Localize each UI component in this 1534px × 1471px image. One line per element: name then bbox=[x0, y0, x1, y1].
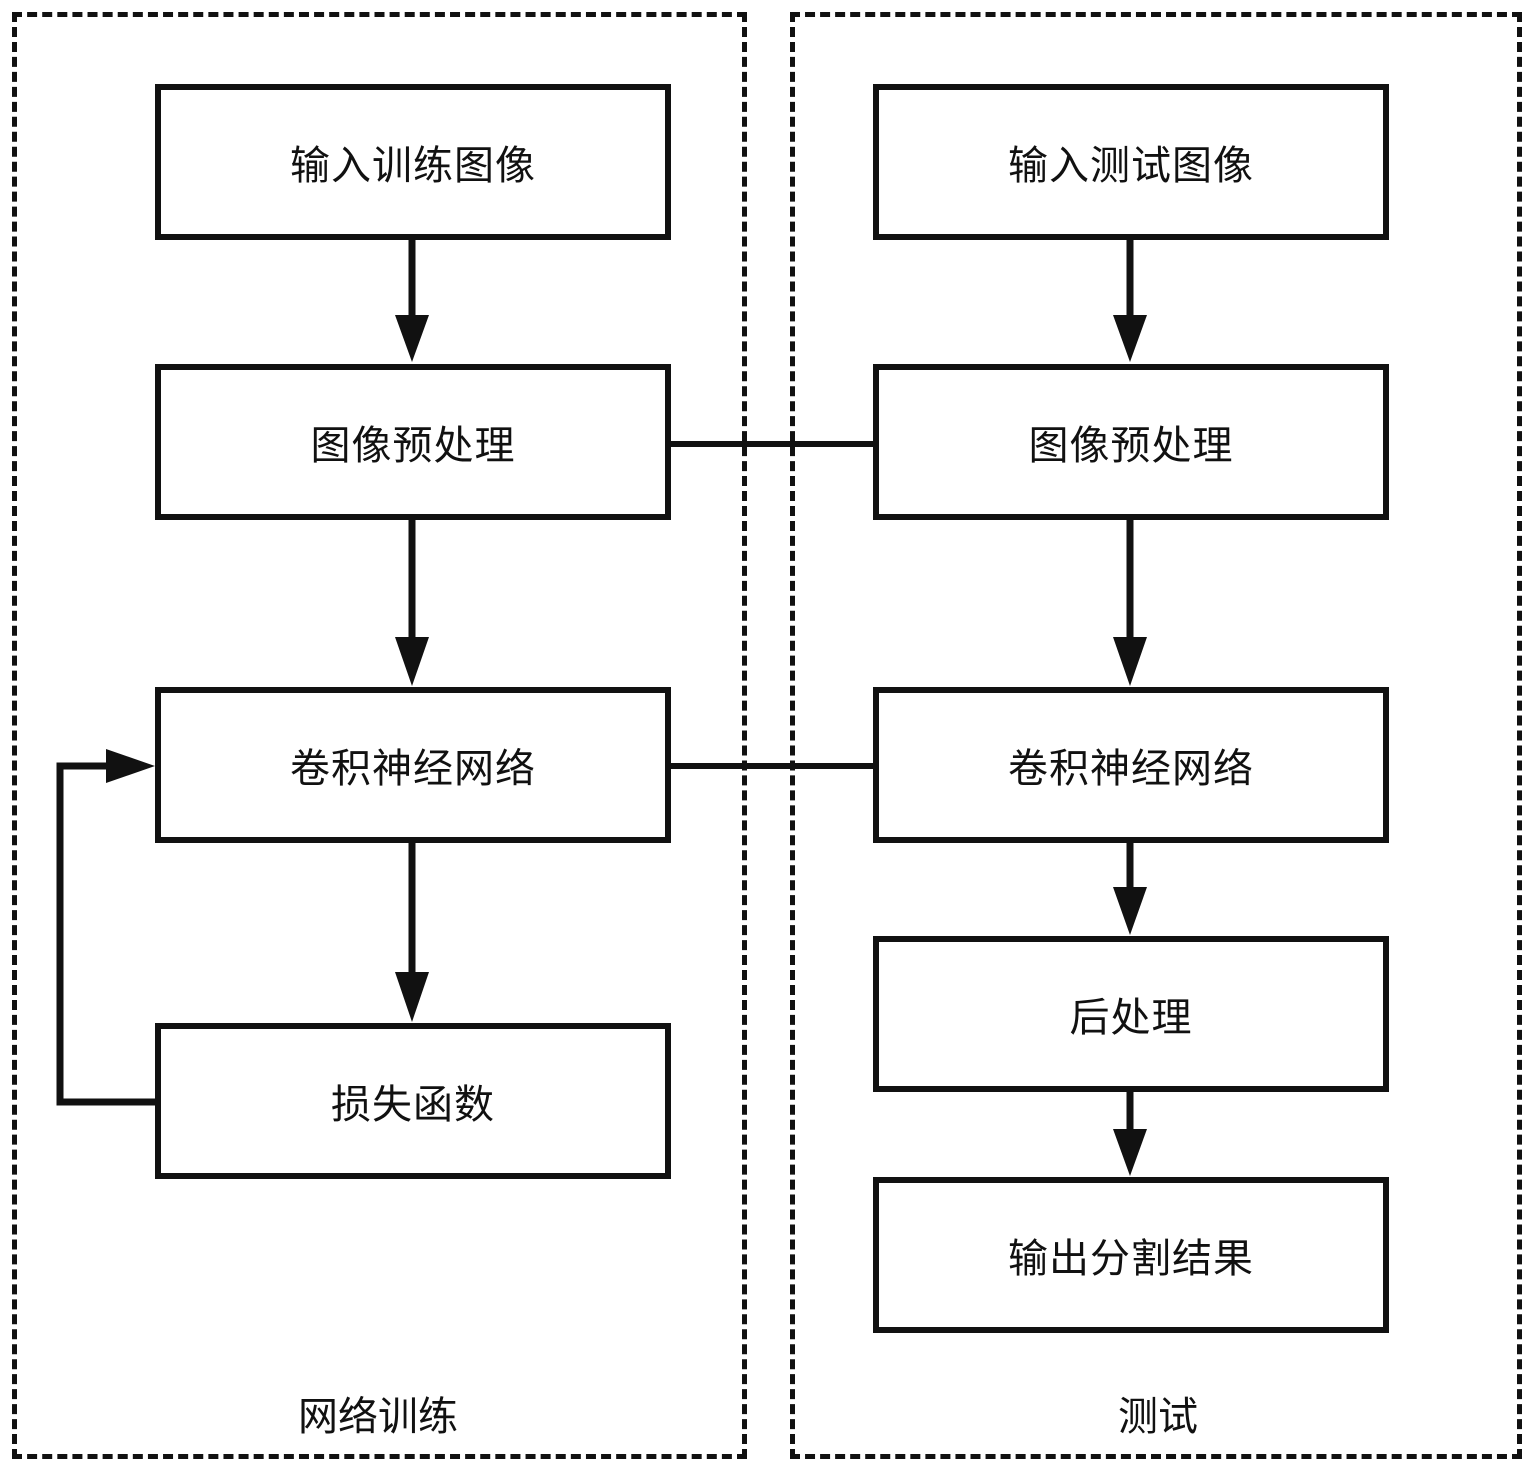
arrowhead-test-cnn bbox=[1113, 637, 1147, 686]
arrowhead-train-cnn bbox=[395, 637, 429, 686]
arrow-loss-feedback-to-cnn bbox=[56, 762, 158, 1106]
testing-step-cnn: 卷积神经网络 bbox=[873, 687, 1389, 843]
step-label: 输出分割结果 bbox=[1008, 1236, 1254, 1282]
training-step-cnn: 卷积神经网络 bbox=[155, 687, 671, 843]
testing-group bbox=[790, 12, 1522, 1459]
testing-group-label: 测试 bbox=[1118, 1394, 1198, 1440]
step-label: 卷积神经网络 bbox=[290, 746, 536, 792]
arrowhead-feedback-cnn bbox=[106, 749, 155, 783]
training-step-loss: 损失函数 bbox=[155, 1023, 671, 1179]
step-label: 输入测试图像 bbox=[1008, 143, 1254, 189]
step-label: 损失函数 bbox=[331, 1082, 495, 1128]
arrowhead-test-postprocess bbox=[1113, 887, 1147, 935]
testing-step-output-result: 输出分割结果 bbox=[873, 1177, 1389, 1333]
step-label: 卷积神经网络 bbox=[1008, 746, 1254, 792]
training-group bbox=[12, 12, 747, 1459]
testing-step-input-image: 输入测试图像 bbox=[873, 84, 1389, 240]
arrowhead-test-preprocess bbox=[1113, 315, 1147, 362]
step-label: 图像预处理 bbox=[310, 423, 516, 469]
testing-step-preprocess: 图像预处理 bbox=[873, 364, 1389, 520]
arrowhead-train-loss bbox=[395, 972, 429, 1022]
step-label: 后处理 bbox=[1069, 995, 1193, 1041]
training-step-input-image: 输入训练图像 bbox=[155, 84, 671, 240]
step-label: 图像预处理 bbox=[1028, 423, 1234, 469]
training-step-preprocess: 图像预处理 bbox=[155, 364, 671, 520]
step-label: 输入训练图像 bbox=[290, 143, 536, 189]
arrowhead-train-preprocess bbox=[395, 315, 429, 362]
training-group-label: 网络训练 bbox=[298, 1394, 458, 1440]
arrowhead-test-output bbox=[1113, 1129, 1147, 1176]
testing-step-postprocess: 后处理 bbox=[873, 936, 1389, 1092]
